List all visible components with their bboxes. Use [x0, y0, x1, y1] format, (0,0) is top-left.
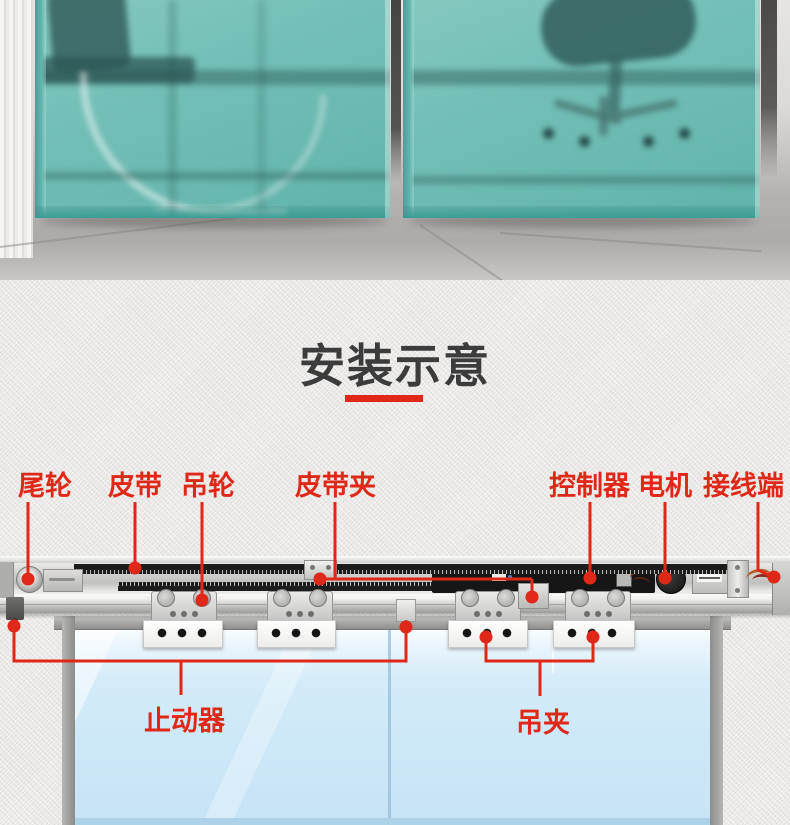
clip-plate-bolts	[152, 627, 214, 639]
door-glass-bottom-edge	[75, 818, 710, 825]
door-panel-edge-highlight	[552, 629, 554, 673]
trolley-bolts	[584, 611, 590, 617]
leader-lines	[7, 502, 781, 696]
rail-groove	[0, 594, 790, 596]
glass-bevel	[403, 206, 760, 218]
label-stopper: 止动器	[144, 706, 225, 736]
glass-panel-left	[35, 0, 390, 218]
label-hanging-wheel: 吊轮	[181, 471, 235, 501]
drive-belt-top-run	[74, 564, 727, 574]
label-hanging-clip: 吊夹	[516, 708, 570, 738]
leader-terminal	[756, 502, 781, 584]
office-chair-wheel-silhouette	[643, 136, 654, 147]
hanging-wheel-trolley	[455, 589, 521, 622]
glass-edge-highlight	[755, 0, 760, 218]
background-frame-silhouette	[257, 0, 266, 218]
section-title: 安装示意	[299, 340, 491, 392]
hanging-clip-plate	[257, 620, 336, 648]
seen-through-glass	[403, 0, 760, 218]
office-chair-leg-silhouette	[599, 96, 608, 136]
belt-tensioner-bracket	[43, 569, 83, 592]
trolley-bolts	[286, 611, 292, 617]
controller-led	[508, 575, 512, 579]
background-post	[391, 0, 401, 183]
glass-bevel	[35, 206, 390, 218]
door-frame-right	[710, 616, 723, 825]
leader-tail-wheel	[21, 502, 35, 586]
label-terminal: 接线端	[703, 471, 784, 501]
leader-hanging-clip	[479, 630, 600, 696]
seen-through-glass	[35, 0, 390, 218]
trolley-bolts	[170, 611, 176, 617]
floor-line-silhouette	[403, 176, 760, 184]
hanging-clip-plate	[143, 620, 223, 648]
terminal-bracket	[727, 560, 749, 598]
label-belt: 皮带	[108, 471, 162, 501]
glass-bevel	[35, 0, 46, 218]
door-panel-divider	[388, 629, 391, 825]
label-controller: 控制器	[549, 471, 630, 501]
background-frame-bar	[761, 0, 777, 178]
leader-belt-clamp	[313, 502, 539, 604]
office-chair-wheel-silhouette	[579, 136, 590, 147]
rail-groove	[0, 604, 790, 605]
drive-belt-bottom-run	[118, 582, 432, 591]
window-blinds	[0, 0, 33, 258]
glass-edge-highlight	[385, 0, 390, 218]
glass-bevel	[403, 0, 414, 218]
clip-plate-bolts	[266, 627, 327, 639]
label-motor: 电机	[638, 471, 692, 501]
floor-seam-line	[499, 232, 762, 253]
hero-photo	[0, 0, 790, 280]
chair-frame-silhouette	[155, 95, 326, 213]
floor-line-silhouette	[35, 172, 390, 180]
leader-controller	[583, 502, 597, 585]
controller-chip	[492, 573, 506, 581]
rail-shadow	[0, 613, 790, 619]
label-tail-wheel: 尾轮	[18, 471, 72, 501]
leader-hanging-wheel	[195, 502, 209, 607]
floor-seam-line	[419, 224, 512, 280]
door-frame-left	[62, 616, 75, 825]
hanging-wheel-trolley	[267, 589, 333, 622]
rail-end-cap-left	[0, 562, 14, 598]
table-edge-silhouette	[403, 70, 760, 85]
leader-belt	[128, 502, 142, 575]
background-frame-silhouette	[168, 0, 177, 218]
trolley-bolts	[474, 611, 480, 617]
leader-motor	[658, 502, 672, 585]
title-underline	[345, 395, 423, 402]
office-chair-wheel-silhouette	[543, 128, 554, 139]
leader-stopper	[7, 619, 413, 695]
glass-panel-right	[403, 0, 760, 218]
office-chair-column-silhouette	[607, 54, 623, 114]
label-belt-clamp: 皮带夹	[295, 471, 376, 501]
office-chair-wheel-silhouette	[679, 128, 690, 139]
